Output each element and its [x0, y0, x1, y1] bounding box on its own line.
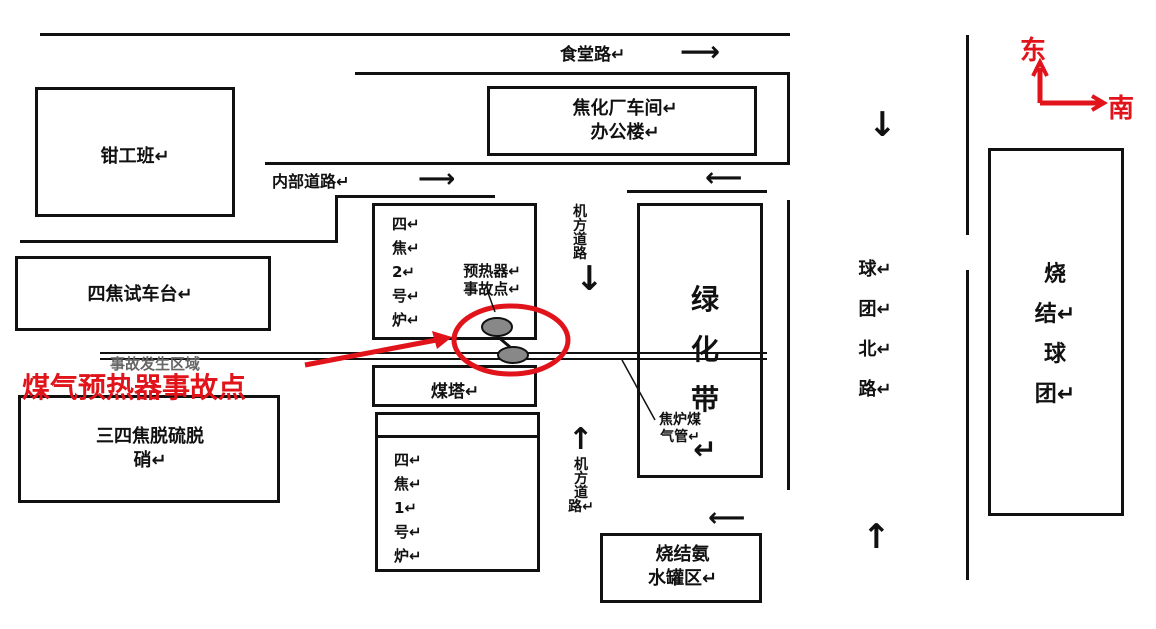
compass-south-label: 南: [1108, 94, 1135, 124]
internal-road-line-mid: [335, 195, 495, 198]
top-road-line-2: [355, 72, 790, 75]
coke-oven-2-label: 四↵ 焦↵ 2↵ 号↵ 炉↵: [392, 215, 420, 329]
internal-road-label: 内部道路↵: [272, 172, 350, 191]
arrow-up-icon: ↑: [862, 517, 891, 557]
accident-title: 煤气预热器事故点: [22, 371, 247, 404]
sinter-pellet-building: [988, 148, 1124, 516]
pellet-road-right-line-lower: [966, 270, 969, 580]
pellet-road-right-line: [966, 35, 969, 235]
compass-arrow-icon: [1037, 68, 1100, 106]
coke-gas-pipe-label: 焦炉煤 气管↵: [659, 412, 701, 445]
coke-oven-1-divider: [375, 435, 540, 438]
sinter-pellet-label: 烧 结↵ 球 团↵: [1034, 262, 1076, 407]
internal-road-line-bottom: [20, 240, 338, 243]
desulfurization-label: 三四焦脱硫脱 硝↵: [96, 426, 204, 471]
machine-road-top-label: 机 方 道 路: [573, 204, 587, 262]
desulfurization-building: [18, 395, 280, 503]
arrow-down-icon: ↓: [868, 105, 897, 145]
pellet-north-road-label: 球↵ 团↵ 北↵ 路↵: [858, 259, 892, 400]
gas-pipe-line-2: [100, 358, 767, 360]
canteen-road-label: 食堂路↵: [560, 45, 626, 65]
coke-oven-2-building: [372, 203, 537, 340]
preheater-label: 预热器↵ 事故点↵: [463, 262, 521, 298]
loco-test-platform-label: 四焦试车台↵: [87, 284, 193, 305]
arrow-up-icon: ↑: [568, 422, 594, 457]
internal-road-line-vertical: [335, 195, 338, 243]
accident-circle: [451, 303, 571, 377]
preheater-icon: [481, 317, 529, 364]
workshop-office-building: [487, 86, 757, 156]
green-belt-area: [637, 203, 763, 478]
arrow-right-icon: ⟶: [680, 35, 721, 68]
coke-oven-1-building: [375, 412, 540, 572]
arrow-left-icon: ⟵: [705, 163, 743, 193]
machine-road-bottom-label: 机 方 道 路↵: [568, 457, 594, 515]
fitter-team-label: 钳工班↵: [100, 146, 170, 167]
green-belt-road-line: [627, 190, 767, 193]
arrow-down-icon: ↓: [575, 259, 604, 299]
loco-test-platform-building: [15, 256, 271, 331]
green-belt-label: 绿 化 带↵: [690, 283, 719, 466]
top-road-line-1: [40, 33, 790, 36]
gas-pipe-line-1: [100, 352, 767, 354]
workshop-office-label: 焦化厂车间↵ 办公楼↵: [572, 98, 678, 143]
coal-tower-building: [372, 365, 537, 407]
smudged-area-text: 事故发生区域: [110, 355, 201, 373]
internal-road-line-top: [265, 162, 790, 165]
sinter-ammonia-building: [600, 533, 762, 603]
arrow-right-icon: ⟶: [418, 164, 456, 194]
coke-oven-1-label: 四↵ 焦↵ 1↵ 号↵ 炉↵: [394, 451, 422, 565]
green-belt-right-line: [787, 200, 790, 490]
arrow-left-icon: ⟵: [708, 503, 746, 533]
accident-arrow-icon: [304, 335, 448, 368]
coal-tower-label: 煤塔↵: [430, 382, 480, 402]
sinter-ammonia-label: 烧结氨 水罐区↵: [647, 544, 718, 589]
fitter-team-building: [35, 87, 235, 217]
top-road-line-2-drop: [787, 72, 790, 162]
